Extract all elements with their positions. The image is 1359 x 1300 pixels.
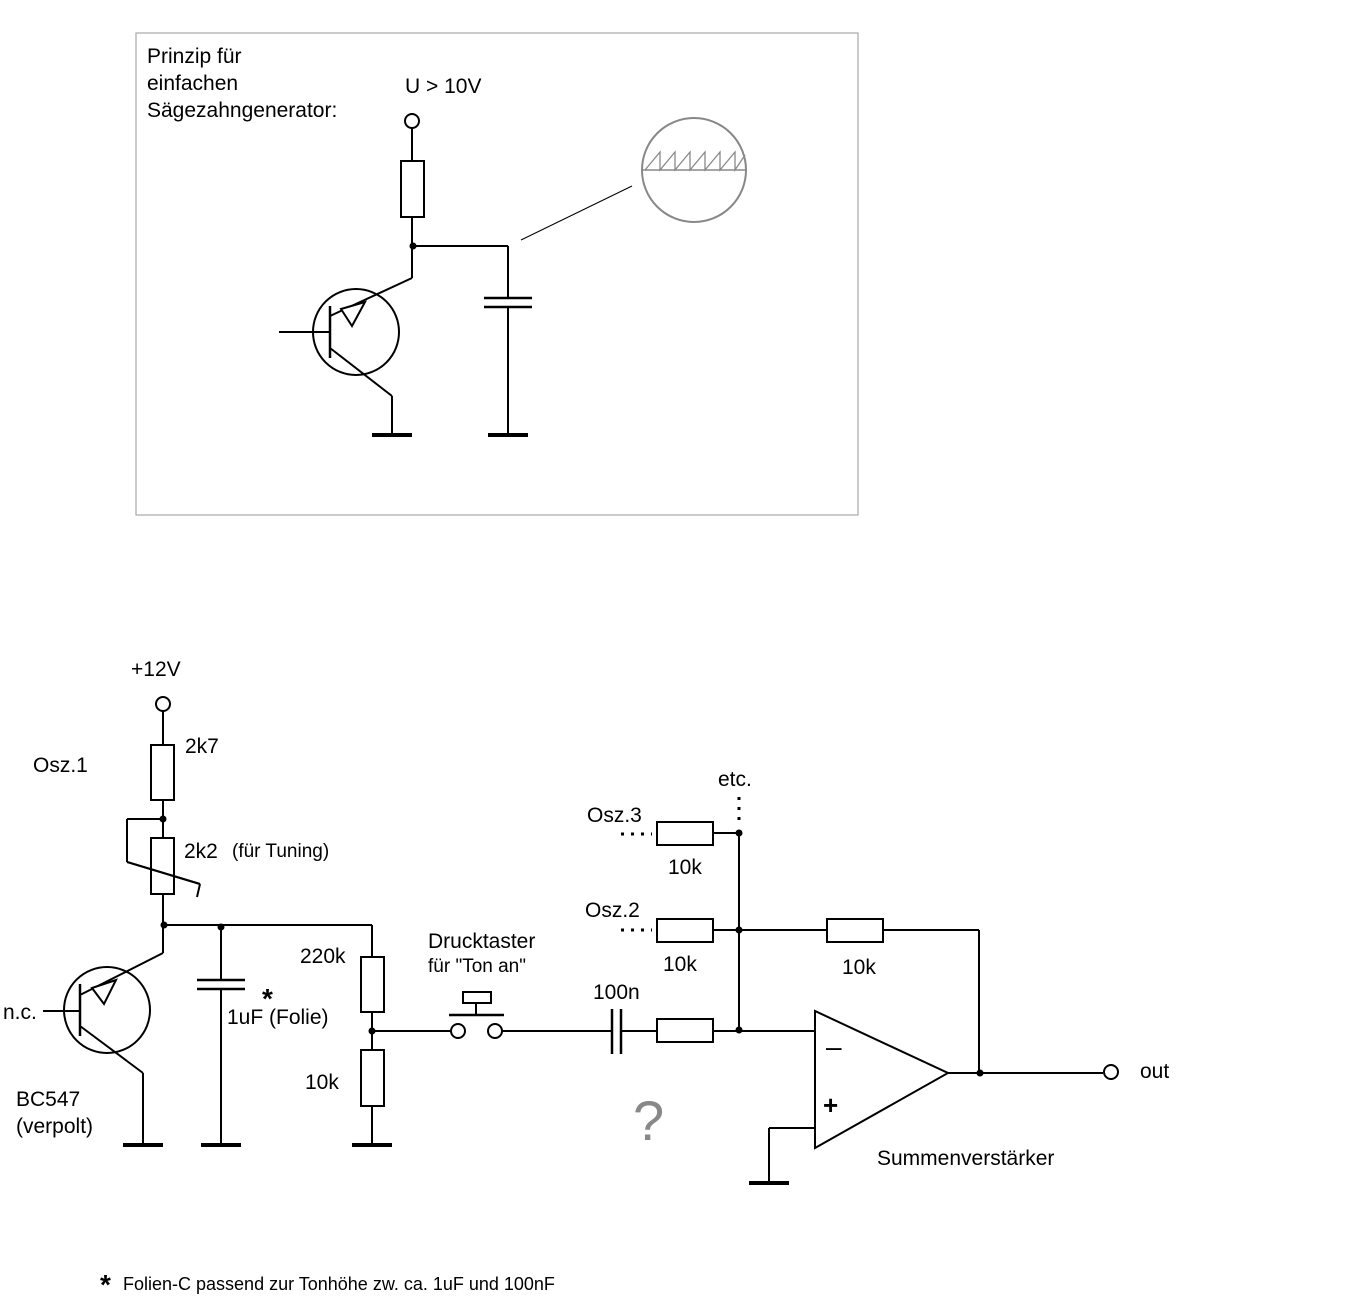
principle-supply-terminal	[404, 113, 420, 129]
resistor-2k7-label: 2k7	[185, 735, 219, 758]
resistor-osc3-label: 10k	[668, 856, 702, 879]
trimmer-note: (für Tuning)	[232, 841, 329, 862]
sawtooth-waveform	[644, 150, 746, 173]
output-terminal	[1103, 1064, 1119, 1080]
principle-title-line-1: Prinzip für	[147, 45, 242, 68]
amplifier-label: Summenverstärker	[877, 1147, 1054, 1170]
footnote-text: Folien-C passend zur Tonhöhe zw. ca. 1uF…	[123, 1274, 555, 1294]
resistor-2k7	[150, 744, 175, 801]
scope-leader-line	[520, 185, 633, 241]
pushbutton-contact-right	[487, 1023, 503, 1039]
base-nc-label: n.c.	[3, 1001, 37, 1024]
capacitor-1uf-label: 1uF (Folie)	[227, 1006, 329, 1029]
resistor-osc2-label: 10k	[663, 953, 697, 976]
pushbutton-contact-left	[450, 1023, 466, 1039]
oscillator-label: Osz.1	[33, 754, 88, 777]
collector-wire	[79, 1025, 144, 1074]
resistor-220k	[360, 956, 385, 1013]
question-mark: ?	[633, 1089, 664, 1152]
principle-resistor	[400, 160, 425, 218]
pushbutton-label-line-2: für "Ton an"	[428, 956, 526, 977]
pushbutton-label-line-1: Drucktaster	[428, 930, 535, 953]
supply-label: +12V	[131, 658, 181, 681]
supply-terminal	[155, 696, 171, 712]
trimmer-wiper-tick	[196, 883, 201, 898]
pushbutton-cap	[462, 991, 492, 1004]
principle-collector-wire	[329, 347, 393, 397]
opamp-plus-sign: +	[823, 1090, 838, 1120]
principle-panel: Prinzip für einfachen Sägezahngenerator:…	[135, 32, 859, 516]
resistor-220k-label: 220k	[300, 945, 346, 968]
transistor-label-line-2: (verpolt)	[16, 1115, 93, 1138]
oscillator-2-label: Osz.2	[585, 899, 640, 922]
trimmer-wiper-over	[126, 861, 201, 885]
trimmer-2k2	[150, 837, 175, 895]
output-label: out	[1140, 1060, 1169, 1083]
resistor-input-1	[656, 1018, 714, 1043]
principle-emitter-arrow	[339, 300, 368, 328]
principle-title-line-2: einfachen	[147, 72, 238, 95]
resistor-10k-divider	[360, 1049, 385, 1107]
capacitor-footnote-star: *	[262, 983, 273, 1014]
resistor-feedback-label: 10k	[842, 956, 876, 979]
transistor-label-line-1: BC547	[16, 1088, 80, 1111]
opamp-minus-sign: –	[826, 1031, 842, 1062]
oscillator-3-label: Osz.3	[587, 804, 642, 827]
resistor-10k-divider-label: 10k	[305, 1071, 339, 1094]
principle-supply-label: U > 10V	[405, 75, 481, 98]
etc-label: etc.	[718, 768, 752, 791]
transistor-emitter-arrow	[90, 978, 118, 1006]
summing-opamp	[814, 1009, 951, 1150]
resistor-osc3	[656, 821, 714, 846]
resistor-osc2	[656, 918, 714, 943]
footnote-star: *	[100, 1269, 111, 1300]
resistor-feedback	[826, 918, 884, 943]
principle-title-line-3: Sägezahngenerator:	[147, 99, 337, 122]
trimmer-2k2-label: 2k2	[184, 840, 218, 863]
main-circuit: +12V Osz.1 2k7 2k2 (für Tuning) n.c.	[3, 658, 1169, 1185]
capacitor-100n-label: 100n	[593, 981, 640, 1004]
